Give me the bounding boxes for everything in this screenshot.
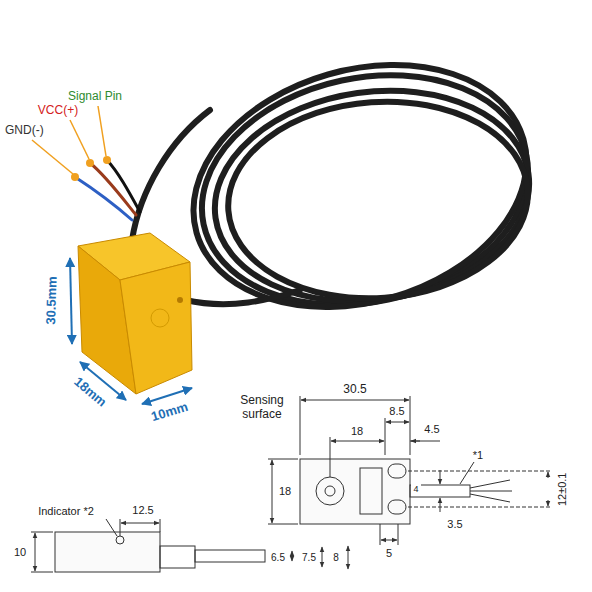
signal-label: GND(-) [3,124,46,138]
dimension-label: 6.5 [269,552,287,564]
dimension-label: 3.5 [445,518,464,531]
dimension-label: 12±0.1 [557,470,570,508]
signal-label: VCC(+) [36,104,80,118]
dimension-label: 10 [12,546,28,559]
dimension-label: 18 [277,485,293,498]
sensor-housing [78,233,192,394]
wire-dots [71,156,111,181]
dimension-label: 30.5mm [44,274,61,327]
side-view [31,519,348,572]
dimension-label: 10mm [148,399,192,425]
dimension-label: 4 [411,484,420,494]
dimension-label: 8 [331,552,341,564]
dimension-label: 5 [384,547,394,560]
top-view [268,396,552,545]
signal-label: Signal Pin [66,90,124,104]
cable-coil [132,28,555,345]
dimension-label: 4.5 [422,423,441,436]
dimension-label: 12.5 [130,504,155,517]
dimension-label: 18 [349,425,365,438]
part-label: Indicator *2 [36,505,96,518]
dimension-label: 8.5 [387,405,406,418]
part-label: Sensing surface [229,394,295,422]
callout-number: *1 [471,449,485,462]
dimension-label: 7.5 [300,552,318,564]
wire-ends [75,160,140,220]
dimension-label: 18mm [69,373,110,411]
dimension-label: 30.5 [341,383,368,397]
